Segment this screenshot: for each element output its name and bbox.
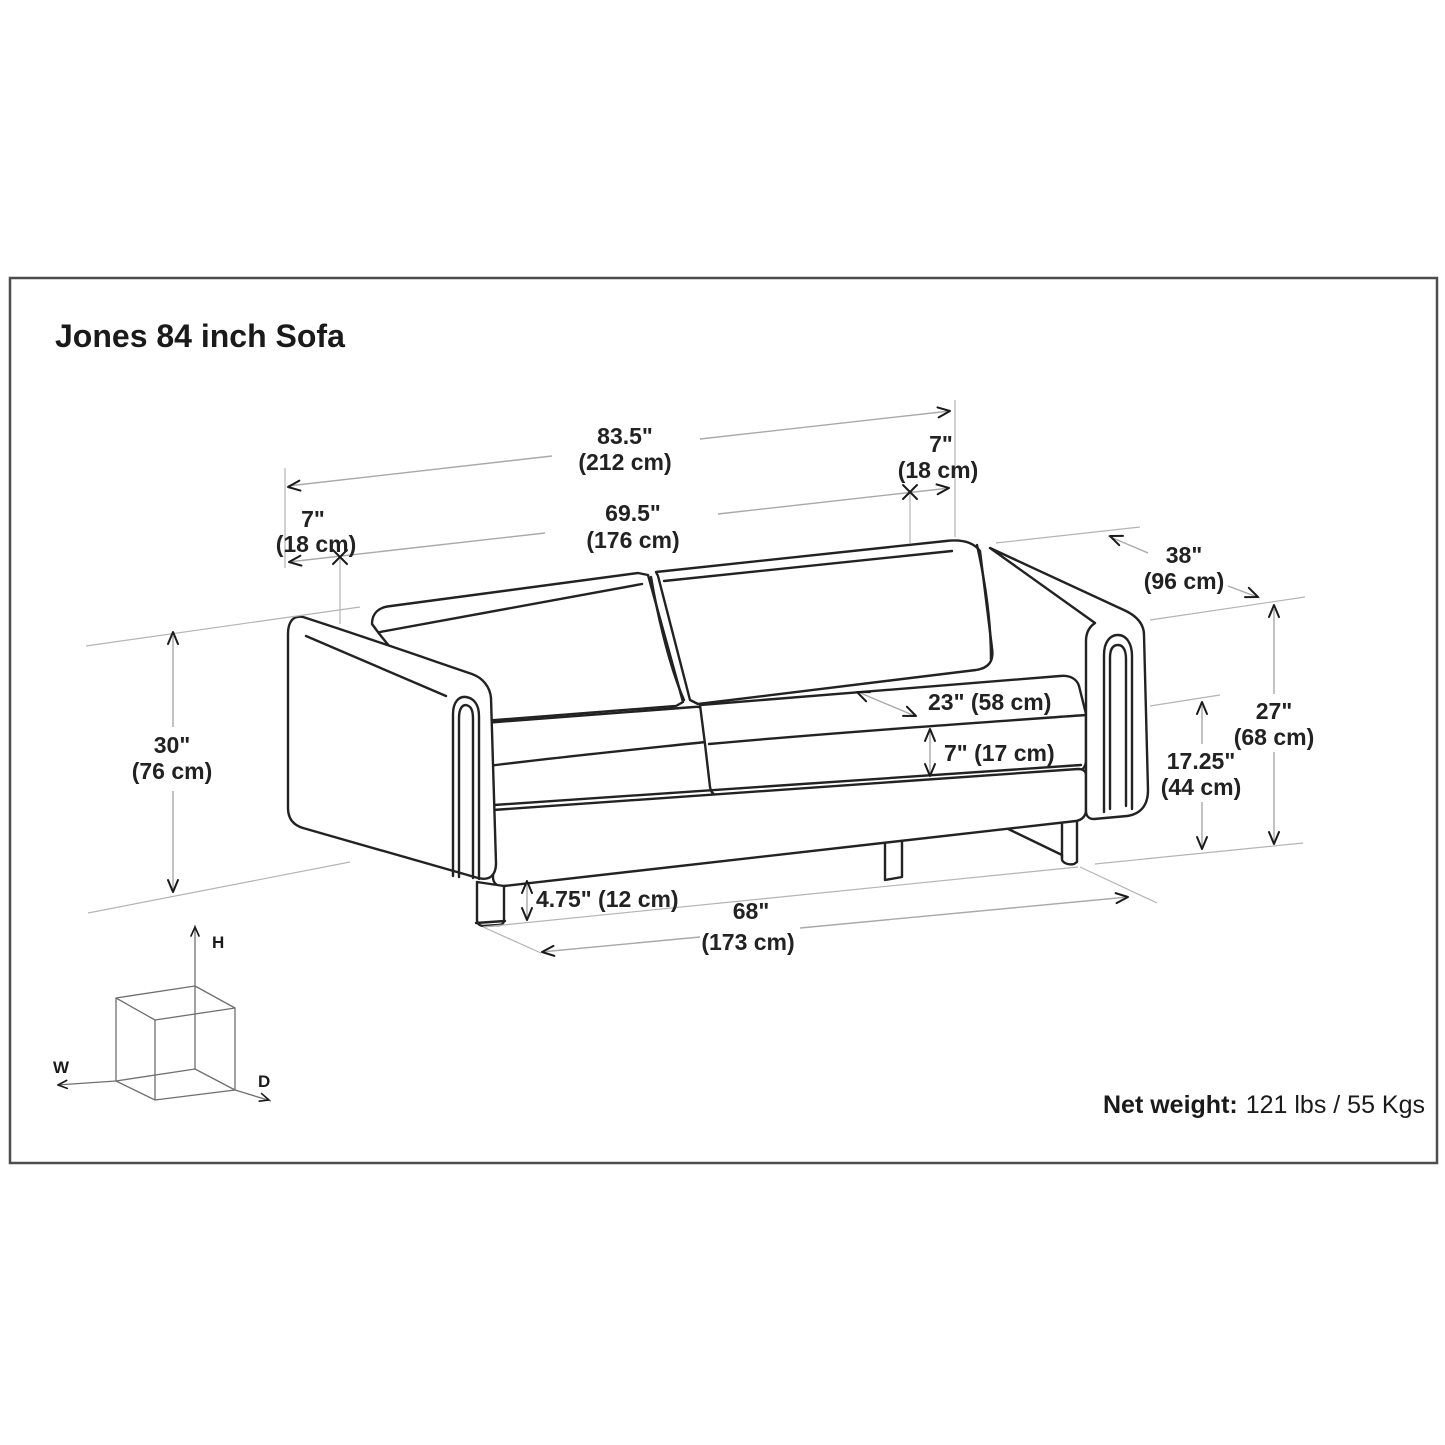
arrowhead [57, 1079, 69, 1090]
rear-right-leg [1000, 818, 1079, 866]
arrowhead [190, 926, 200, 937]
dim-base-width-cm: (173 cm) [701, 929, 794, 955]
dim-leg-clearance: 4.75" (12 cm) [536, 886, 679, 912]
dim-cushion-thickness: 7" (17 cm) [944, 740, 1055, 766]
back-cushion-split [649, 575, 686, 702]
arrowhead [1114, 892, 1129, 905]
back-cushion-right-edge [975, 543, 993, 662]
x-tick [902, 484, 918, 500]
arrowhead [521, 907, 533, 921]
dim-overall-height-cm: (76 cm) [132, 758, 213, 784]
dim-line-base-width [540, 896, 1129, 953]
dim-arm-width-right-cm: (18 cm) [898, 457, 979, 483]
dimension-labels: 83.5" (212 cm) 7" (18 cm) 7" (18 cm) 69.… [132, 423, 1315, 955]
dim-base-width-in: 68" [733, 898, 770, 924]
arrowhead [1268, 604, 1280, 618]
axis-width [56, 1080, 117, 1086]
base-shadow-line [492, 763, 1083, 807]
arrowhead [1196, 701, 1208, 715]
arrowhead [935, 483, 950, 496]
dim-line-overall-width [287, 410, 951, 487]
arrowhead [258, 1092, 270, 1102]
arrowhead [287, 479, 302, 492]
left-arm-seam [304, 634, 448, 698]
dim-overall-width-in: 83.5" [597, 423, 653, 449]
axis-depth [234, 1089, 272, 1102]
left-arm-groove-outer [451, 695, 481, 881]
front-left-leg [475, 880, 506, 928]
arrowhead [541, 944, 556, 957]
arrowhead [167, 879, 179, 893]
arrowhead [924, 763, 936, 777]
axis-label-depth: D [258, 1072, 270, 1091]
arrowhead [1244, 586, 1259, 599]
arrowhead [167, 631, 179, 645]
dim-arm-width-left-cm: (18 cm) [276, 531, 357, 557]
sofa-line-art [286, 539, 1150, 928]
dim-seat-height-cm: (44 cm) [1161, 774, 1242, 800]
dim-arm-width-left-in: 7" [301, 506, 325, 532]
left-arm [286, 615, 498, 880]
diagram-border [8, 276, 1439, 1165]
orientation-cube: H W D [53, 925, 272, 1102]
arrowhead [924, 728, 936, 742]
axis-label-width: W [53, 1058, 70, 1077]
arrowhead [856, 691, 871, 703]
dim-arm-height-cm: (68 cm) [1234, 724, 1315, 750]
seat-cushion-left-seam [486, 739, 717, 768]
net-weight-value: 121 lbs / 55 Kgs [1246, 1091, 1425, 1119]
x-tick [332, 549, 348, 565]
dim-depth-in: 38" [1166, 542, 1203, 568]
arrowhead [521, 880, 533, 894]
net-weight-label: Net weight: [1103, 1091, 1238, 1119]
dim-seat-width-in: 69.5" [605, 500, 661, 526]
cube-wireframe [115, 985, 236, 1101]
front-left-leg-foot [474, 919, 507, 925]
dim-seat-width-cm: (176 cm) [586, 527, 679, 553]
dim-arm-height-in: 27" [1256, 698, 1293, 724]
dim-depth-cm: (96 cm) [1144, 568, 1225, 594]
net-weight: Net weight: 121 lbs / 55 Kgs [1103, 1091, 1425, 1119]
dim-seat-depth: 23" (58 cm) [928, 689, 1051, 715]
arrowhead [1109, 534, 1124, 547]
page-title: Jones 84 inch Sofa [55, 318, 345, 354]
back-piping-right [662, 549, 954, 583]
arrowhead [288, 554, 303, 567]
arrowhead [1268, 831, 1280, 845]
dimension-arrows [167, 406, 1280, 957]
back-piping-left [378, 582, 644, 634]
extension-lines [85, 400, 1306, 954]
right-arm-groove-inner [1108, 643, 1128, 811]
seat-cushion-right-seam [707, 713, 1088, 746]
right-arm [988, 546, 1150, 821]
right-arm-groove-outer [1102, 633, 1134, 814]
dim-seat-height-in: 17.25" [1167, 748, 1235, 774]
dim-arm-width-right-in: 7" [929, 431, 953, 457]
dim-overall-width-cm: (212 cm) [578, 449, 671, 475]
axis-label-height: H [212, 933, 224, 952]
dim-line-seat-depth [857, 691, 916, 717]
left-arm-groove-inner [457, 703, 475, 880]
arrowhead [936, 406, 951, 419]
arrowhead [902, 705, 917, 717]
arrowhead [1196, 836, 1208, 850]
dim-overall-height-in: 30" [154, 732, 191, 758]
dim-line-depth [1107, 535, 1261, 599]
